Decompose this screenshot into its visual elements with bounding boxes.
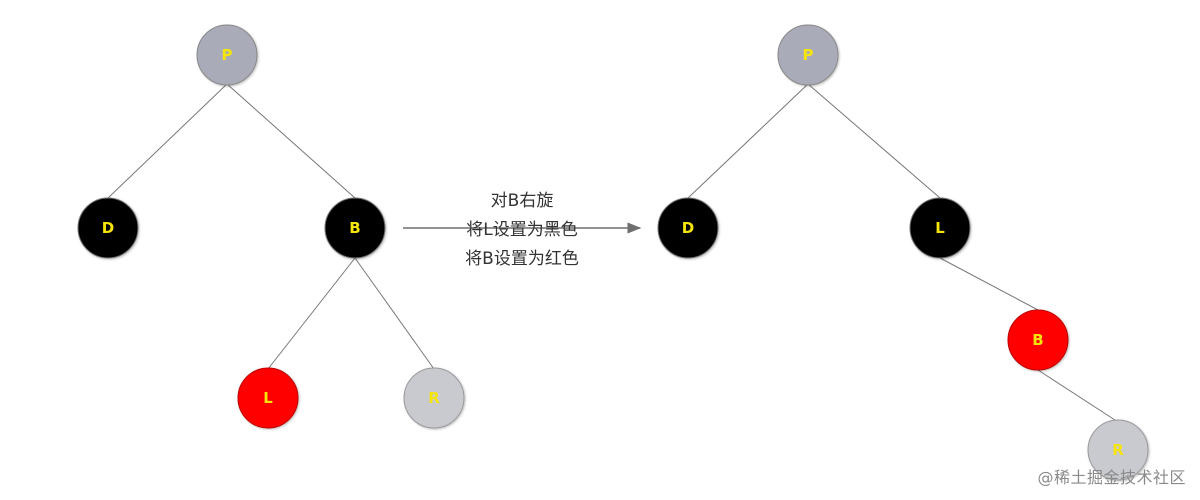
- left-node-r-label: R: [428, 389, 440, 407]
- right-node-p-label: P: [803, 46, 814, 64]
- edge-right-b-r: [1037, 369, 1119, 423]
- right-tree-edges: [687, 83, 1119, 423]
- right-node-d: D: [657, 197, 719, 259]
- right-node-b: B: [1007, 309, 1069, 371]
- edge-right-l-b: [939, 257, 1039, 311]
- left-node-d: D: [77, 197, 139, 259]
- left-tree-edges: [107, 83, 435, 370]
- operation-line-3: 将B设置为红色: [465, 249, 579, 269]
- edge-left-b-r: [354, 257, 435, 370]
- edge-left-b-l: [267, 257, 356, 370]
- edge-right-p-l: [807, 83, 941, 199]
- operation-line-2: 将L设置为黑色: [466, 220, 577, 240]
- right-node-r: R: [1087, 419, 1149, 481]
- left-node-r: R: [403, 367, 465, 429]
- right-node-l-label: L: [935, 219, 945, 237]
- right-node-d-label: D: [682, 219, 694, 237]
- watermark: @稀土掘金技术社区: [1037, 468, 1186, 487]
- right-tree-nodes: P D L B R: [657, 24, 1149, 481]
- left-node-p: P: [196, 24, 258, 86]
- edge-left-p-b: [226, 83, 356, 199]
- edge-left-p-d: [107, 83, 228, 199]
- left-node-p-label: P: [222, 46, 233, 64]
- left-node-b: B: [324, 197, 386, 259]
- right-node-b-label: B: [1032, 331, 1043, 349]
- operation-line-1: 对B右旋: [491, 191, 554, 211]
- right-node-r-label: R: [1112, 441, 1124, 459]
- edge-right-p-d: [687, 83, 809, 199]
- left-node-l: L: [237, 367, 299, 429]
- left-tree-nodes: P D B L R: [77, 24, 465, 429]
- left-node-l-label: L: [263, 389, 273, 407]
- right-node-p: P: [777, 24, 839, 86]
- left-node-b-label: B: [349, 219, 360, 237]
- right-node-l: L: [909, 197, 971, 259]
- left-node-d-label: D: [102, 219, 114, 237]
- operation-description: 对B右旋 将L设置为黑色 将B设置为红色: [465, 191, 579, 269]
